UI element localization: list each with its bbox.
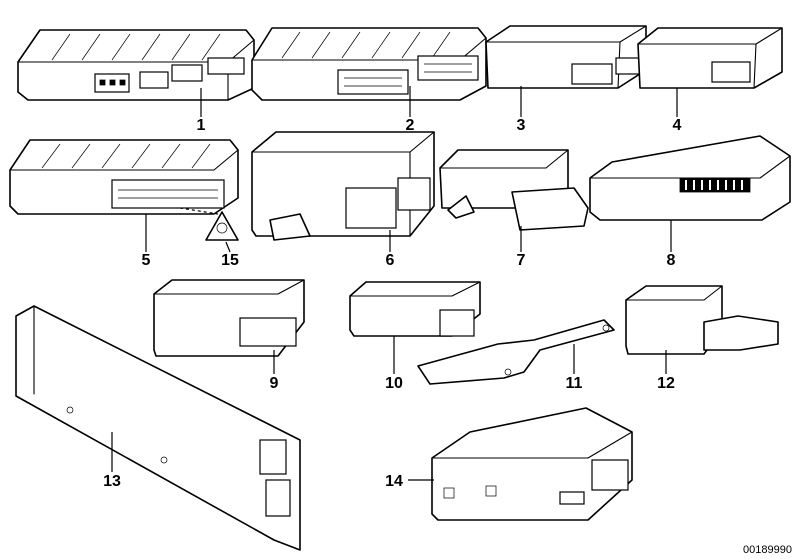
part-12-control-unit[interactable] [625, 285, 779, 355]
callout-1: 1 [197, 117, 206, 134]
part-14-control-unit[interactable] [431, 407, 633, 521]
callout-11: 11 [566, 375, 583, 392]
callout-6: 6 [386, 252, 395, 269]
callout-5: 5 [142, 252, 151, 269]
callout-13: 13 [103, 473, 121, 490]
part-10-control-unit[interactable] [349, 281, 481, 337]
leader-lines [111, 86, 678, 481]
callout-14: 14 [385, 473, 403, 490]
callout-8: 8 [667, 252, 676, 269]
part-1-control-unit[interactable] [17, 29, 255, 101]
callout-3: 3 [517, 117, 526, 134]
callout-10: 10 [385, 375, 403, 392]
callout-2: 2 [406, 117, 415, 134]
part-6-control-unit[interactable] [251, 131, 435, 241]
part-7-control-unit[interactable] [439, 149, 589, 231]
part-3-control-unit[interactable] [485, 25, 647, 89]
part-5-control-unit[interactable] [9, 139, 239, 215]
callout-9: 9 [270, 375, 279, 392]
part-11-bracket[interactable] [417, 319, 615, 385]
part-4-control-unit[interactable] [637, 27, 783, 89]
part-8-module[interactable] [589, 135, 791, 221]
document-id: 00189990 [743, 544, 792, 556]
part-9-control-unit[interactable] [153, 279, 305, 357]
callout-7: 7 [517, 252, 526, 269]
part-2-control-unit[interactable] [251, 27, 487, 101]
callout-4: 4 [673, 117, 682, 134]
part-13-control-panel[interactable] [15, 305, 301, 551]
callout-12: 12 [657, 375, 675, 392]
callout-15: 15 [221, 252, 239, 269]
part-15-warning-label[interactable] [179, 207, 239, 241]
